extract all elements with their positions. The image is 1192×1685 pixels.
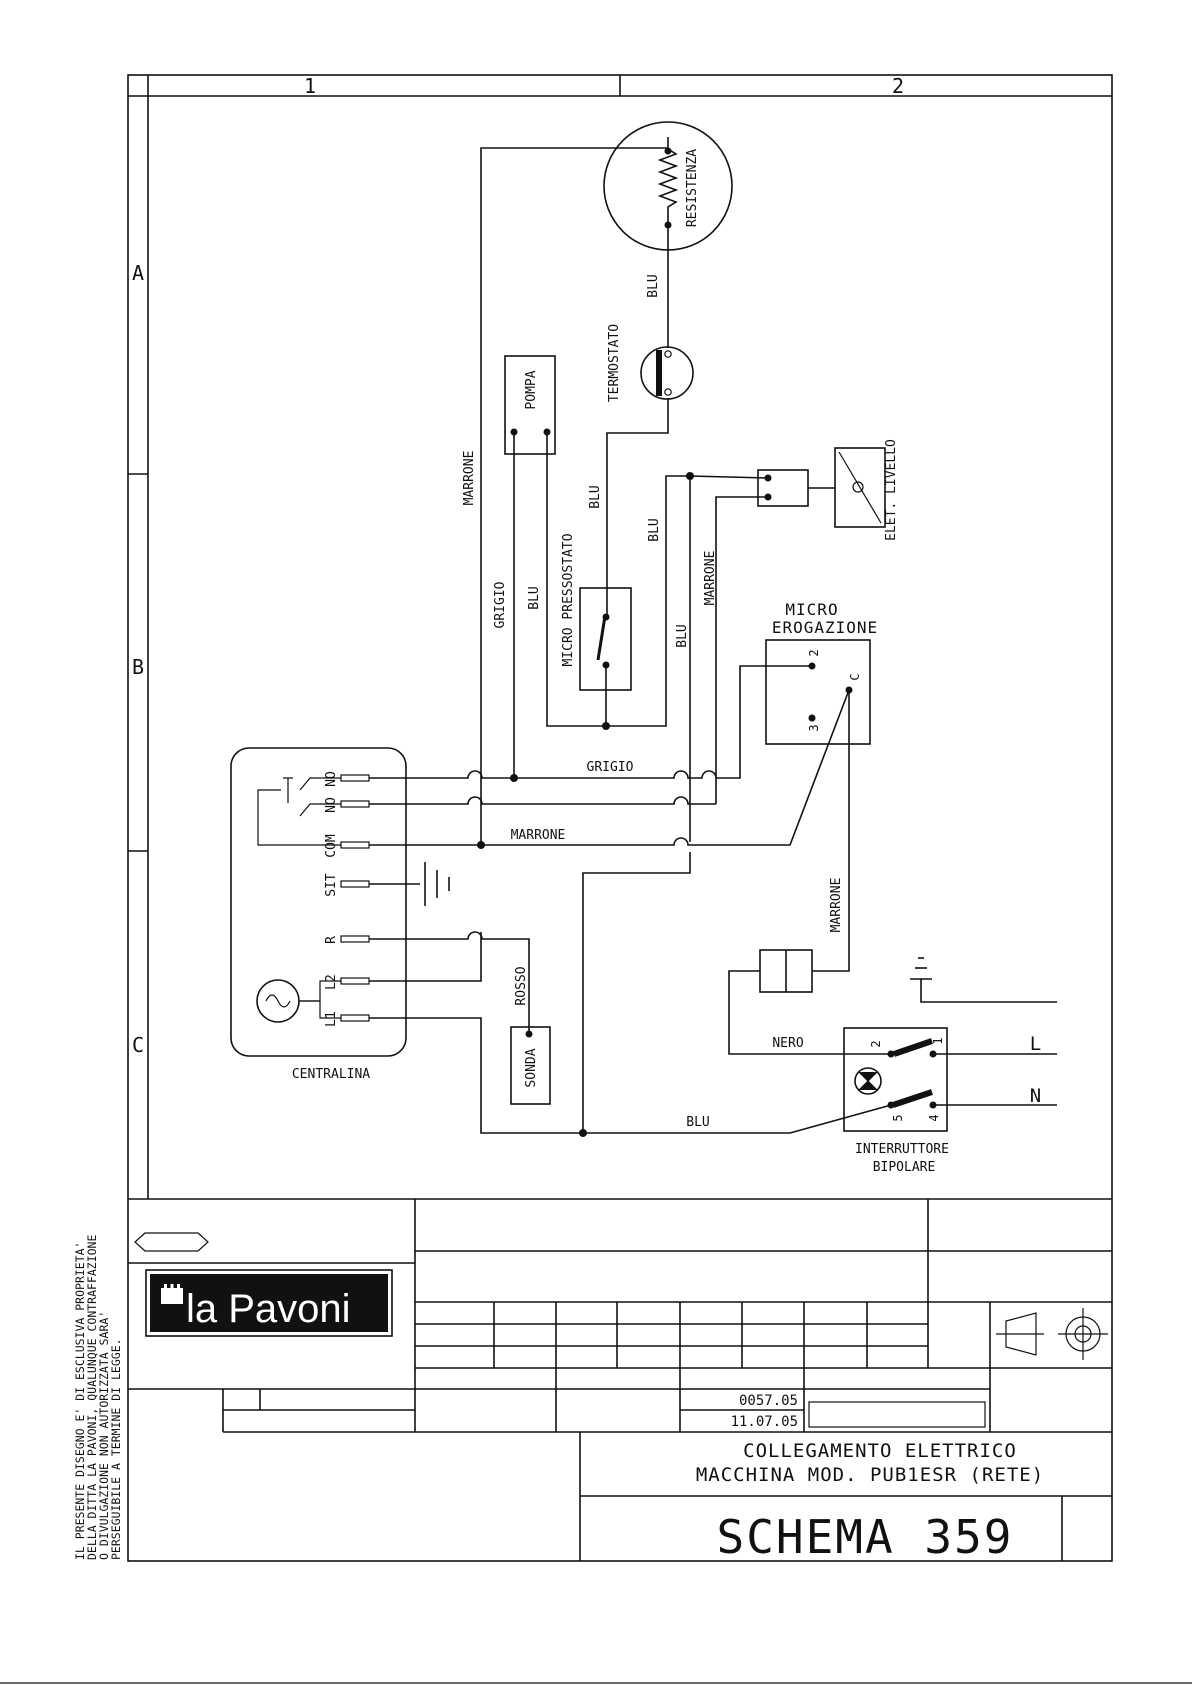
interruttore-bipolare-component bbox=[843, 1027, 948, 1132]
connector-block bbox=[759, 949, 813, 993]
title-line-2: MACCHINA MOD. PUB1ESR (RETE) bbox=[696, 1464, 1044, 1486]
sonda-label: SONDA bbox=[524, 1048, 539, 1087]
wiring bbox=[369, 147, 1057, 1137]
wire-label-grigio-h: GRIGIO bbox=[587, 760, 634, 775]
wire-label-blu-pompa: BLU bbox=[527, 586, 542, 609]
centralina-terminal-no-2: NO bbox=[324, 797, 339, 813]
side-note-line-3: O DIVULGAZIONE NON AUTORIZZATA SARA' bbox=[97, 1311, 111, 1560]
drawing-frame bbox=[127, 74, 1113, 1562]
centralina-terminal-l1: L1 bbox=[324, 1011, 339, 1027]
termostato-component bbox=[640, 346, 694, 400]
pompa-component bbox=[504, 355, 556, 455]
interruttore-terminal-5: 5 bbox=[891, 1114, 905, 1121]
wire-label-blu-resistenza: BLU bbox=[646, 274, 661, 297]
side-note-line-1: IL PRESENTE DISEGNO E' DI ESCLUSIVA PROP… bbox=[73, 1242, 87, 1561]
micro-erogazione-terminal-2: 2 bbox=[807, 649, 821, 656]
micro-erogazione-terminal-c: C bbox=[848, 673, 862, 680]
wire-label-rosso: ROSSO bbox=[514, 966, 529, 1005]
centralina-component bbox=[230, 747, 407, 1057]
ground-symbol-mains bbox=[910, 957, 1057, 1003]
grid-row-b: B bbox=[132, 655, 144, 679]
side-note-line-4: PERSEGUIBILE A TERMINE DI LEGGE. bbox=[109, 1338, 123, 1560]
wire-label-blu-mid: BLU bbox=[647, 518, 662, 541]
grid-row-c: C bbox=[132, 1033, 144, 1057]
title-line-1: COLLEGAMENTO ELETTRICO bbox=[743, 1440, 1017, 1462]
elet-livello-label: ELET. LIVELLO bbox=[884, 439, 899, 541]
side-note-line-2: DELLA DITTA LA PAVONI, QUALUNQUE CONTRAF… bbox=[85, 1235, 99, 1560]
grid-column-2: 2 bbox=[892, 74, 904, 98]
schema-number: SCHEMA 359 bbox=[717, 1510, 1014, 1564]
centralina-terminal-sit: SIT bbox=[324, 873, 339, 897]
projection-symbol-icon bbox=[996, 1308, 1108, 1360]
interruttore-terminal-2: 2 bbox=[869, 1040, 883, 1047]
wire-label-grigio-vertical: GRIGIO bbox=[493, 581, 508, 628]
micro-pressostato-label: MICRO PRESSOSTATO bbox=[561, 533, 576, 666]
brand-name: la Pavoni bbox=[186, 1287, 351, 1331]
micro-erogazione-label-1: MICRO bbox=[785, 600, 838, 619]
interruttore-terminal-1: 1 bbox=[931, 1037, 945, 1044]
wire-label-marrone-h: MARRONE bbox=[511, 828, 566, 843]
wire-label-marrone-vertical: MARRONE bbox=[462, 451, 477, 506]
interruttore-terminal-4: 4 bbox=[927, 1114, 941, 1121]
centralina-terminal-r: R bbox=[324, 936, 339, 944]
drawing-date: 11.07.05 bbox=[731, 1414, 798, 1430]
micro-erogazione-label-2: EROGAZIONE bbox=[772, 618, 878, 637]
interruttore-label-1: INTERRUTTORE bbox=[855, 1142, 949, 1157]
grid-column-1: 1 bbox=[304, 74, 316, 98]
centralina-terminal-com: COM bbox=[324, 834, 339, 858]
mains-terminal-l: L bbox=[1030, 1033, 1042, 1055]
termostato-label: TERMOSTATO bbox=[607, 324, 622, 402]
pompa-label: POMPA bbox=[524, 370, 539, 409]
micro-erogazione-terminal-3: 3 bbox=[807, 724, 821, 731]
centralina-terminal-no-1: NO bbox=[324, 771, 339, 787]
wire-label-marrone-livello: MARRONE bbox=[703, 551, 718, 606]
grid-row-a: A bbox=[132, 261, 144, 285]
mains-terminal-n: N bbox=[1030, 1085, 1042, 1107]
title-block bbox=[128, 1199, 1112, 1561]
centralina-terminal-l2: L2 bbox=[324, 974, 339, 990]
wire-label-blu-livello: BLU bbox=[675, 624, 690, 647]
resistenza-label: RESISTENZA bbox=[685, 149, 700, 227]
interruttore-label-2: BIPOLARE bbox=[873, 1160, 936, 1175]
wire-label-nero: NERO bbox=[772, 1036, 803, 1051]
centralina-label: CENTRALINA bbox=[292, 1067, 370, 1082]
elet-livello-component bbox=[757, 447, 886, 528]
wire-label-blu-bottom: BLU bbox=[686, 1115, 709, 1130]
drawing-number: 0057.05 bbox=[739, 1393, 798, 1409]
side-note: IL PRESENTE DISEGNO E' DI ESCLUSIVA PROP… bbox=[73, 1235, 123, 1560]
la-pavoni-logo: la Pavoni bbox=[145, 1269, 393, 1337]
wire-label-blu-termostato: BLU bbox=[588, 485, 603, 508]
wire-label-marrone-erogazione: MARRONE bbox=[829, 878, 844, 933]
ground-symbol-centralina bbox=[369, 862, 450, 906]
revision-tag-icon bbox=[134, 1232, 209, 1252]
